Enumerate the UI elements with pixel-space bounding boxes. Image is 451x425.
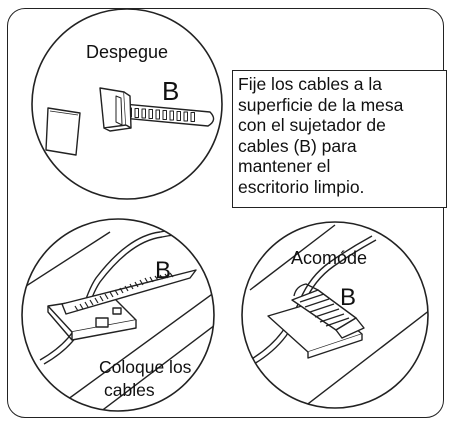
cable-tie-strap: [61, 269, 197, 315]
instruction-line: cables (B) para: [238, 135, 357, 156]
peel-step-circle: [31, 8, 223, 200]
place-step-part-letter: B: [155, 257, 172, 284]
diagram-frame: [7, 8, 444, 418]
adhesive-backing: [45, 107, 81, 156]
arrange-step-label: Acomóde: [291, 248, 368, 268]
arrange-step-circle: [241, 221, 429, 409]
place-step-label-line-1: Coloque los: [99, 357, 192, 377]
place-step-circle: [21, 218, 215, 412]
instruction-line: mantener el: [238, 156, 331, 176]
peel-step-part-letter: B: [162, 76, 180, 106]
instruction-line: Fije los cables a la: [238, 74, 382, 94]
peel-step-label: Despegue: [86, 42, 169, 62]
instruction-line: con el sujetador de: [238, 115, 386, 135]
place-step-label-line-2: cables: [104, 380, 155, 400]
instruction-line: escritorio limpio.: [238, 176, 365, 197]
instruction-callout-box: Fije los cables a la superficie de la me…: [232, 70, 447, 208]
arrange-step-part-letter: B: [340, 284, 357, 311]
instruction-line: superficie de la mesa: [238, 94, 404, 115]
